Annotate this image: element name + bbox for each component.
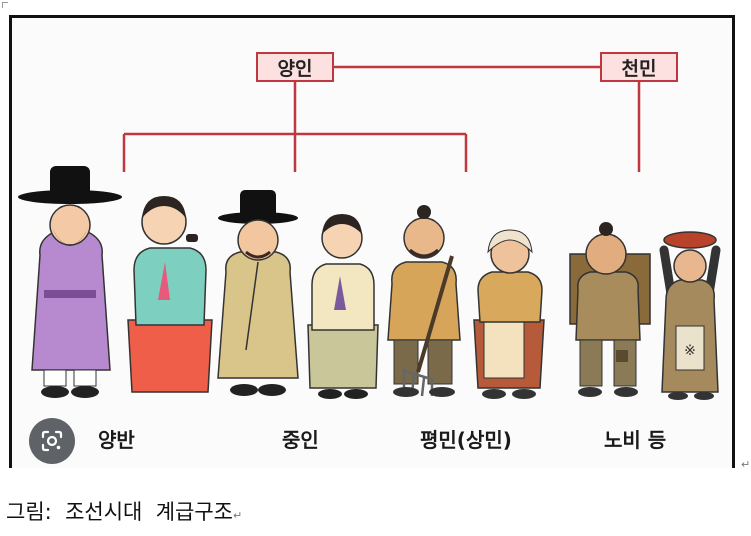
group-label-jungin: 중인 [282,428,319,452]
figure-pyeongmin-woman [473,229,545,399]
figure-caption: 그림: 조선시대 계급구조↵ [6,496,242,526]
group-label-pyeongmin: 평민(상민) [420,428,512,452]
class-structure-diagram: ※ [18,65,721,400]
caption-paragraph-mark: ↵ [232,509,243,522]
class-label-yangin: 양인 [277,57,313,80]
caption-text: 그림: 조선시대 계급구조 [6,500,233,524]
google-lens-icon [41,430,63,452]
corner-crop-mark [2,2,8,8]
paragraph-mark: ↵ [741,458,751,471]
class-label-cheonmin: 천민 [621,57,657,80]
figure-jungin-man [217,190,299,396]
class-box-yangin: 양인 [256,52,334,82]
group-label-yangban: 양반 [98,428,135,452]
figure-nobi-woman: ※ [659,231,721,400]
figure-yangban-woman [127,196,213,393]
class-box-cheonmin: 천민 [600,52,678,82]
figure-nobi-man [569,222,651,397]
figure-pyeongmin-man [387,205,461,397]
figure-yangban-man [18,166,122,398]
google-lens-button[interactable] [29,418,75,464]
svg-text:※: ※ [684,343,696,359]
figure-jungin-woman [307,214,379,399]
group-label-nobi: 노비 등 [604,428,667,452]
connector-lines [122,65,641,172]
